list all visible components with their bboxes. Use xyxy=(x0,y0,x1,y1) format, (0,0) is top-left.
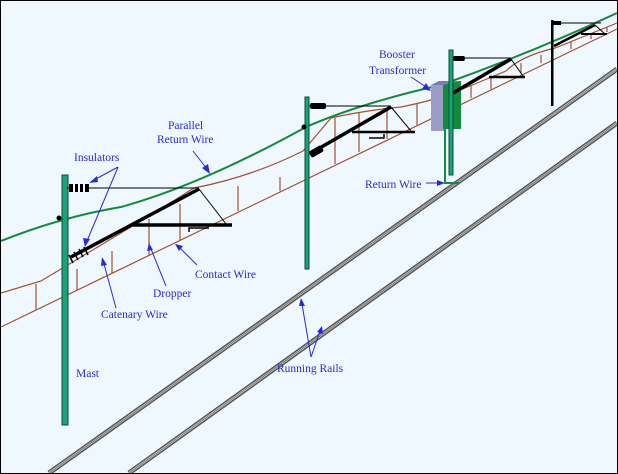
mast-label: Mast xyxy=(76,368,100,380)
label-contact-wire: Contact Wire xyxy=(175,244,256,281)
label-dropper: Dropper xyxy=(147,243,191,300)
label-parallel-return-wire: Parallel Return Wire xyxy=(157,120,214,174)
running-rails-label: Running Rails xyxy=(277,363,344,375)
label-booster-transformer: Booster Transformer xyxy=(369,49,431,91)
insulator-icon xyxy=(68,246,89,264)
running-rail-right xyxy=(127,120,617,473)
mast-1 xyxy=(56,174,232,426)
insulators-label: Insulators xyxy=(74,152,120,164)
parallel-return-wire-label-line1: Parallel xyxy=(168,120,203,132)
return-wire-label: Return Wire xyxy=(365,179,422,191)
mast-2 xyxy=(301,96,415,270)
label-mast: Mast xyxy=(76,368,100,380)
running-rails xyxy=(47,66,617,473)
dropper-label: Dropper xyxy=(153,288,191,300)
booster-transformer xyxy=(431,81,461,131)
catenary-wire-label: Catenary Wire xyxy=(101,309,168,321)
insulator-icon xyxy=(69,183,89,193)
droppers xyxy=(35,27,608,310)
booster-transformer-label-line1: Booster xyxy=(379,49,415,61)
label-running-rails: Running Rails xyxy=(277,298,344,375)
contact-wire-label: Contact Wire xyxy=(195,269,256,281)
catenary-wire xyxy=(1,22,617,294)
label-catenary-wire: Catenary Wire xyxy=(101,257,168,321)
label-insulators: Insulators xyxy=(74,152,120,247)
booster-transformer-label-line2: Transformer xyxy=(369,65,426,77)
running-rail-left xyxy=(47,66,617,473)
mast-3 xyxy=(448,49,525,176)
label-return-wire: Return Wire xyxy=(365,179,445,191)
mast-4 xyxy=(551,20,607,106)
parallel-return-wire-label-line2: Return Wire xyxy=(157,134,214,146)
